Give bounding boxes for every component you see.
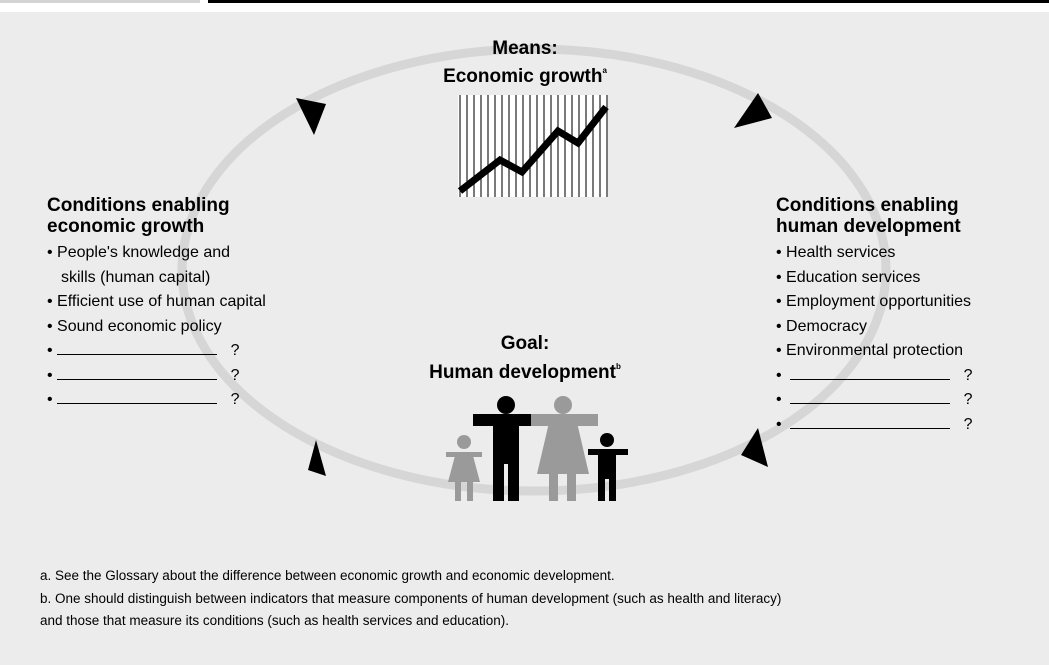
- right-heading-line2: human development: [776, 216, 961, 237]
- bullet: •: [47, 342, 53, 359]
- blank-line: [56, 339, 217, 355]
- cycle-ring: [177, 44, 891, 496]
- blank-item: •?: [776, 364, 1049, 389]
- header-rule-gray: [0, 0, 200, 3]
- list-item: • People's knowledge and: [47, 244, 231, 261]
- right-heading: Conditions enabling human development: [776, 195, 1049, 237]
- right-condition-list: • Health services • Education services •…: [776, 241, 1049, 437]
- means-title-text: Economic growth: [443, 66, 603, 87]
- cycle-arrow-icon: [741, 428, 768, 467]
- growth-chart-icon: [457, 95, 609, 197]
- economic-growth-conditions: Conditions enabling economic growth • Pe…: [47, 195, 347, 413]
- blank-item: •?: [776, 388, 1049, 413]
- list-item: • Health services: [776, 244, 896, 261]
- goal-title-text: Human development: [429, 362, 616, 383]
- bullet: •: [47, 391, 53, 408]
- blank-line: [56, 364, 217, 380]
- question-mark: ?: [963, 366, 973, 384]
- list-item: • Education services: [776, 268, 921, 286]
- bullet: •: [776, 415, 782, 433]
- footnotes: a. See the Glossary about the difference…: [40, 565, 1040, 633]
- question-mark: ?: [230, 391, 240, 408]
- bullet: •: [776, 391, 782, 408]
- question-mark: ?: [963, 415, 973, 433]
- family-icon: [446, 396, 628, 501]
- means-label: Means:: [492, 38, 558, 59]
- left-heading-line1: Conditions enabling: [47, 195, 230, 216]
- blank-line: [789, 413, 950, 429]
- blank-line: [789, 388, 950, 404]
- goal-label: Goal:: [500, 333, 550, 354]
- goal-block: Goal: Human developmentb: [390, 332, 660, 384]
- blank-line: [789, 364, 950, 380]
- question-mark: ?: [230, 342, 240, 359]
- footnote-b-line2: and those that measure its conditions (s…: [40, 613, 510, 628]
- cycle-arrow-icon: [734, 93, 772, 128]
- blank-item: •?: [47, 388, 347, 413]
- left-condition-list: • People's knowledge and skills (human c…: [47, 241, 347, 413]
- cycle-arrow-icon: [296, 98, 326, 135]
- blank-item: •?: [47, 339, 347, 364]
- question-mark: ?: [963, 391, 973, 408]
- header-rule-black: [208, 0, 1049, 3]
- footnote-b-line1: b. One should distinguish between indica…: [40, 590, 782, 606]
- goal-title: Human developmentb: [390, 355, 660, 384]
- right-heading-line1: Conditions enabling: [776, 195, 959, 216]
- means-block: Means: Economic growtha: [400, 38, 650, 88]
- blank-item: •?: [47, 364, 347, 389]
- list-item: • Sound economic policy: [47, 317, 222, 335]
- list-item: • Efficient use of human capital: [47, 293, 266, 310]
- list-item: • Democracy: [776, 317, 867, 335]
- blank-item: •?: [776, 413, 1049, 438]
- list-item: • Employment opportunities: [776, 293, 972, 310]
- list-item: skills (human capital): [61, 268, 211, 286]
- cycle-arrow-icon: [308, 440, 326, 476]
- left-heading: Conditions enabling economic growth: [47, 195, 347, 237]
- human-development-conditions: Conditions enabling human development • …: [776, 195, 1049, 437]
- footnote-mark-b: b: [615, 362, 621, 371]
- list-item: • Environmental protection: [776, 342, 964, 359]
- question-mark: ?: [230, 366, 240, 384]
- bullet: •: [776, 366, 782, 384]
- footnote-mark-a: a: [602, 66, 607, 75]
- left-heading-line2: economic growth: [47, 216, 205, 237]
- blank-line: [56, 388, 217, 404]
- bullet: •: [47, 366, 53, 384]
- means-title: Economic growtha: [400, 60, 650, 88]
- footnote-a: a. See the Glossary about the difference…: [40, 568, 615, 583]
